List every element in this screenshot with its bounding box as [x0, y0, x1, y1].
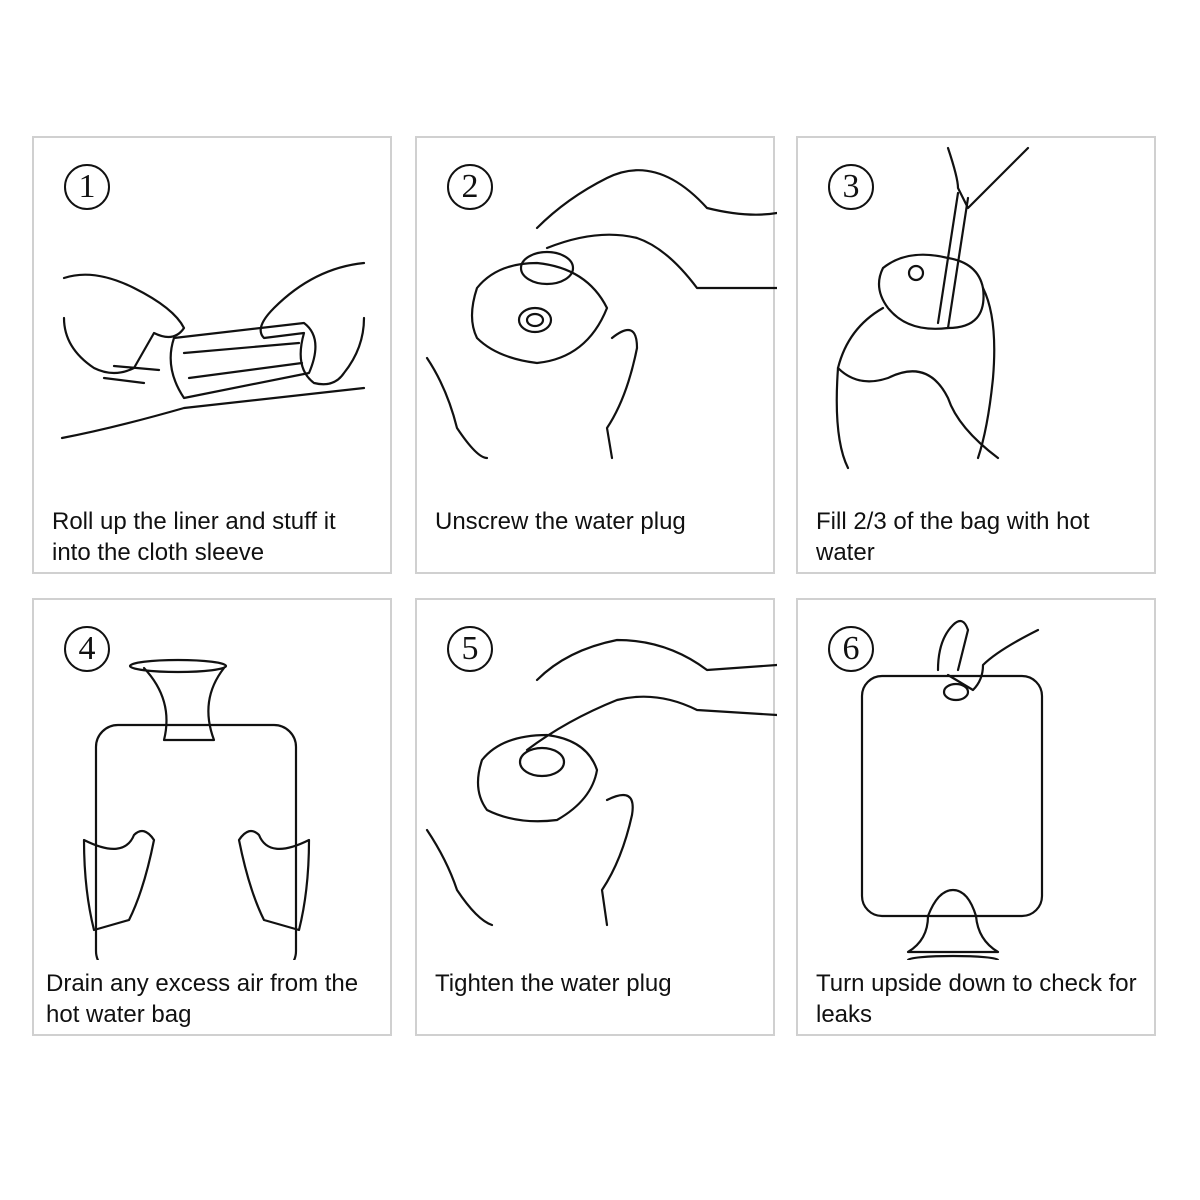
step-panel-4: 4 Drain any excess air from the hot wate…: [32, 598, 392, 1036]
unscrew-plug-illustration: [425, 169, 777, 460]
step-caption: Turn upside down to check for leaks: [816, 970, 1137, 1028]
tighten-plug-illustration: [425, 638, 777, 927]
step-panel-6: 6 Turn upside down to check for leaks: [796, 598, 1156, 1036]
roll-liner-illustration: [60, 261, 366, 440]
leak-check-illustration: [860, 619, 1044, 960]
step-caption: Drain any excess air from the hot water …: [46, 970, 359, 1028]
step-caption: Tighten the water plug: [435, 970, 672, 997]
step-number-badge: 6: [828, 626, 874, 672]
step-caption: Roll up the liner and stuff it into the …: [52, 508, 336, 566]
step-number-badge: 5: [447, 626, 493, 672]
fill-water-illustration: [835, 146, 1030, 470]
step-number-badge: 2: [447, 164, 493, 210]
step-panel-1: 1 Roll up the liner and stuff it into th…: [32, 136, 392, 574]
drain-air-illustration: [82, 658, 311, 960]
step-number-badge: 1: [64, 164, 110, 210]
step-caption: Fill 2/3 of the bag with hot water: [816, 508, 1090, 566]
step-caption: Unscrew the water plug: [435, 508, 686, 535]
step-number-badge: 3: [828, 164, 874, 210]
step-panel-3: 3 Fill 2/3 of the bag with hot water: [796, 136, 1156, 574]
step-panel-5: 5 Tighten the water plug: [415, 598, 777, 1036]
step-panel-2: 2 Unscrew the water plug: [415, 136, 777, 574]
step-number-badge: 4: [64, 626, 110, 672]
